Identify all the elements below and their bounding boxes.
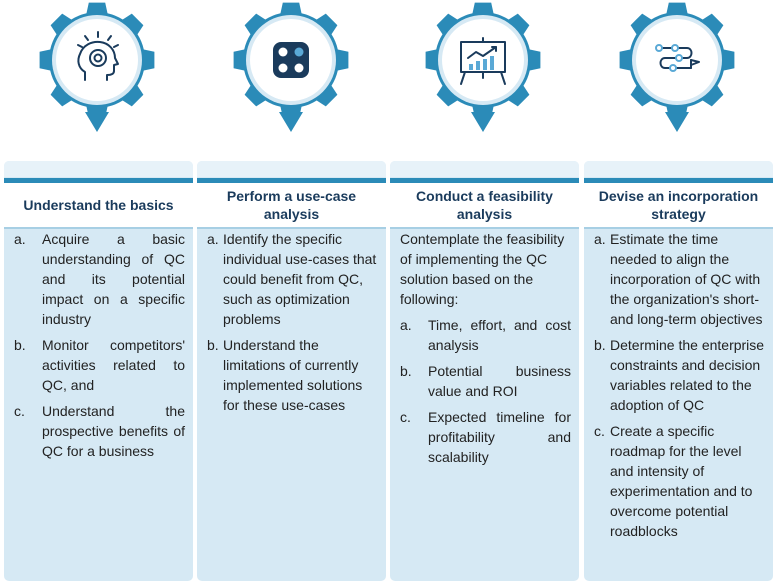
item-marker: b.: [400, 363, 412, 379]
presentation-chart-icon: [460, 37, 506, 85]
roadmap-flag-icon: [655, 44, 700, 72]
dice-icon: [273, 42, 309, 78]
item-text: Understand the limitations of currently …: [223, 337, 363, 413]
item-marker: c.: [400, 409, 411, 425]
item-marker: a.: [594, 231, 606, 247]
column-title: Perform a use-case analysis: [226, 188, 357, 222]
list-item: a. Estimate the time needed to align the…: [594, 229, 765, 329]
head-lightbulb-icon: [77, 31, 119, 81]
gear-3: [423, 2, 543, 152]
list-item: b. Understand the limitations of current…: [207, 335, 378, 415]
list-item: c. Create a specific roadmap for the lev…: [594, 421, 765, 541]
list-item: a. Acquire a basic understanding of QC a…: [14, 229, 185, 329]
column-header: Conduct a feasibility analysis: [390, 178, 579, 229]
item-marker: a.: [207, 231, 219, 247]
item-text: Monitor competitors' activities related …: [42, 337, 185, 393]
item-text: Expected timeline for profitability and …: [428, 409, 571, 465]
column-title: Understand the basics: [23, 197, 174, 213]
gear-pointer: [665, 112, 689, 132]
gear-4: [617, 2, 737, 152]
item-text: Understand the prospective benefits of Q…: [42, 403, 185, 459]
item-text: Determine the enterprise constraints and…: [610, 337, 765, 413]
list-item: c. Understand the prospective benefits o…: [14, 401, 185, 461]
column-title: Conduct a feasibility analysis: [416, 188, 553, 222]
column-title: Devise an incorporation strategy: [598, 188, 759, 222]
gear-2: [231, 2, 351, 152]
column-understand-basics: Understand the basics a. Acquire a basic…: [4, 161, 193, 581]
item-marker: c.: [594, 423, 605, 439]
column-header: Perform a use-case analysis: [197, 178, 386, 229]
item-marker: b.: [14, 337, 26, 353]
column-header: Devise an incorporation strategy: [584, 178, 773, 229]
list-item: b. Determine the enterprise constraints …: [594, 335, 765, 415]
list-item: b. Potential business value and ROI: [400, 361, 571, 401]
column-intro: Contemplate the feasibility of implement…: [400, 231, 565, 307]
list-item: b. Monitor competitors' activities relat…: [14, 335, 185, 395]
gear-center: [56, 19, 138, 101]
column-feasibility-analysis: Conduct a feasibility analysis Contempla…: [390, 161, 579, 581]
gear-pointer: [471, 112, 495, 132]
column-incorporation-strategy: Devise an incorporation strategy a. Esti…: [584, 161, 773, 581]
item-text: Acquire a basic understanding of QC and …: [42, 231, 185, 327]
list-item: a. Identify the specific individual use-…: [207, 229, 378, 329]
item-text: Potential business value and ROI: [428, 363, 571, 399]
column-header: Understand the basics: [4, 178, 193, 229]
item-marker: c.: [14, 403, 25, 419]
list-item: c. Expected timeline for profitability a…: [400, 407, 571, 467]
gear-pointer: [85, 112, 109, 132]
item-text: Create a specific roadmap for the level …: [610, 423, 753, 539]
item-marker: a.: [400, 317, 412, 333]
gear-1: [37, 2, 157, 152]
item-text: Time, effort, and cost analysis: [428, 317, 571, 353]
list-item: a. Time, effort, and cost analysis: [400, 315, 571, 355]
column-use-case-analysis: Perform a use-case analysis a. Identify …: [197, 161, 386, 581]
item-marker: b.: [207, 337, 219, 353]
item-text: Identify the specific individual use-cas…: [223, 231, 377, 327]
gear-pointer: [279, 112, 303, 132]
item-marker: b.: [594, 337, 606, 353]
item-marker: a.: [14, 231, 26, 247]
item-text: Estimate the time needed to align the in…: [610, 231, 763, 327]
